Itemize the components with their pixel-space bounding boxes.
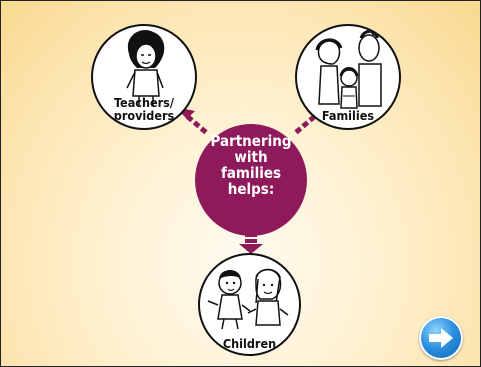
center-line-1: Partnering	[210, 132, 292, 150]
teachers-label-line-1: Teachers/	[114, 95, 174, 110]
children-label: Children	[222, 336, 277, 351]
family-illustration-icon	[315, 28, 382, 109]
families-node: Families	[295, 24, 401, 130]
children-illustration-icon	[207, 268, 289, 330]
children-node: Children	[198, 253, 301, 356]
teachers-node: Teachers/ providers	[91, 24, 197, 130]
center-concept-circle: Partnering with families helps:	[195, 124, 307, 236]
next-button[interactable]	[419, 316, 463, 360]
center-line-4: helps:	[227, 179, 275, 198]
right-arrow-icon	[429, 328, 453, 348]
families-label: Families	[321, 108, 375, 123]
center-line-2: with	[234, 147, 268, 166]
teachers-label-line-2: providers	[113, 108, 175, 124]
center-text: Partnering with families helps:	[195, 132, 307, 198]
center-line-3: families	[220, 163, 282, 182]
teachers-label: Teachers/ providers	[93, 96, 195, 122]
teacher-illustration-icon	[126, 30, 165, 106]
